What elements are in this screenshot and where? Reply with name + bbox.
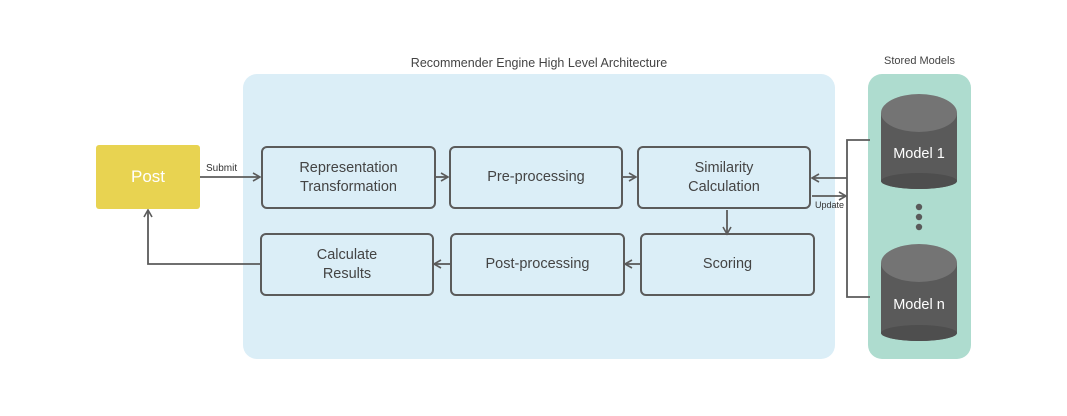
engine-panel: [243, 74, 835, 359]
similarity-calculation-box: Similarity Calculation: [637, 146, 811, 209]
submit-label: Submit: [206, 163, 238, 174]
pre-processing-box: Pre-processing: [449, 146, 623, 209]
calculate-results-box: Calculate Results: [260, 233, 434, 296]
scoring-box: Scoring: [640, 233, 815, 296]
ellipsis-dots: [915, 203, 923, 231]
model-1-cylinder: [881, 94, 957, 189]
post-node: Post: [96, 145, 200, 209]
arrow-calc-to-post: [143, 208, 260, 265]
model-n-cylinder: [881, 244, 957, 341]
model-n-label: Model n: [893, 297, 945, 313]
representation-transformation-box: Representation Transformation: [261, 146, 436, 209]
models-bracket: [846, 139, 870, 298]
model-1-label: Model 1: [893, 146, 945, 162]
stored-models-title: Stored Models: [884, 55, 955, 67]
post-processing-box: Post-processing: [450, 233, 625, 296]
update-label: Update: [815, 200, 845, 210]
diagram-title: Recommender Engine High Level Architectu…: [410, 56, 668, 70]
